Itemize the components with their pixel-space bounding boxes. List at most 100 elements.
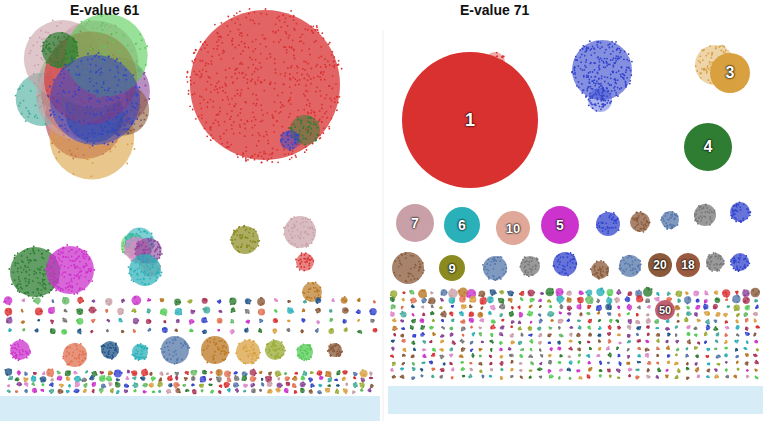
cluster — [616, 347, 619, 351]
cluster — [538, 298, 542, 301]
cluster — [548, 354, 552, 358]
cluster — [360, 388, 364, 392]
cluster — [24, 382, 28, 387]
cluster — [74, 376, 82, 382]
cluster — [647, 368, 650, 372]
cluster — [461, 361, 464, 364]
cluster — [725, 369, 728, 372]
cluster — [489, 355, 492, 358]
cluster — [558, 376, 560, 379]
cluster — [61, 329, 67, 335]
cluster — [462, 334, 465, 337]
cluster — [411, 304, 415, 308]
cluster — [359, 369, 367, 378]
cluster — [665, 327, 670, 331]
cluster — [370, 384, 374, 388]
cluster-number: 3 — [726, 64, 735, 82]
cluster — [725, 326, 730, 330]
cluster — [628, 368, 632, 372]
cluster — [549, 326, 553, 329]
cluster-node: 50 — [655, 300, 675, 320]
cluster-number: 10 — [506, 221, 520, 236]
cluster — [400, 319, 404, 323]
cluster — [487, 296, 494, 303]
cluster — [489, 340, 493, 344]
cluster — [607, 362, 610, 365]
cluster — [357, 319, 360, 322]
cluster — [655, 375, 659, 379]
cluster — [471, 353, 474, 358]
cluster — [422, 340, 426, 344]
cluster — [686, 306, 689, 309]
cluster — [175, 388, 181, 393]
cluster — [736, 325, 740, 329]
cluster — [106, 376, 112, 382]
cluster — [124, 389, 128, 393]
cluster — [201, 389, 204, 392]
cluster — [391, 340, 395, 343]
cluster — [614, 297, 620, 303]
cluster — [736, 313, 740, 317]
cluster — [147, 308, 152, 313]
cluster — [81, 377, 87, 382]
cluster — [439, 355, 444, 360]
cluster — [754, 360, 758, 365]
cluster — [627, 312, 630, 315]
cluster — [66, 390, 70, 393]
cluster — [251, 389, 256, 394]
cluster — [519, 362, 523, 365]
cluster — [216, 376, 222, 382]
cluster — [500, 368, 503, 371]
singleton-band — [388, 386, 763, 414]
cluster — [619, 255, 642, 277]
cluster — [667, 291, 671, 296]
cluster — [319, 376, 323, 381]
cluster — [368, 388, 372, 393]
cluster — [234, 371, 238, 374]
cluster — [607, 312, 612, 316]
cluster — [6, 317, 13, 324]
cluster — [704, 332, 708, 337]
cluster — [716, 355, 721, 359]
cluster — [567, 312, 571, 315]
cluster — [576, 304, 581, 310]
cluster — [49, 389, 54, 394]
cluster — [421, 306, 424, 309]
cluster — [558, 319, 564, 324]
cluster-node: 18 — [676, 253, 700, 277]
cluster — [202, 298, 208, 304]
cluster — [665, 340, 668, 344]
cluster — [733, 304, 740, 311]
cluster — [686, 325, 690, 329]
cluster — [654, 319, 659, 324]
cluster — [309, 389, 313, 394]
cluster — [635, 320, 640, 324]
cluster — [121, 299, 125, 304]
cluster — [42, 371, 45, 375]
cluster — [147, 298, 151, 302]
cluster — [636, 333, 639, 336]
cluster — [310, 371, 314, 374]
cluster — [412, 334, 416, 338]
cluster — [686, 376, 690, 379]
cluster — [421, 297, 427, 303]
cluster — [637, 354, 641, 358]
cluster — [22, 329, 25, 332]
cluster — [627, 355, 630, 359]
cluster — [539, 319, 543, 324]
cluster — [449, 297, 456, 304]
cluster — [715, 312, 720, 317]
cluster — [598, 339, 601, 342]
cluster — [74, 389, 80, 394]
cluster — [209, 378, 212, 381]
cluster — [695, 305, 700, 310]
cluster — [518, 306, 521, 310]
cluster — [401, 306, 404, 310]
cluster — [151, 376, 156, 381]
cluster — [325, 371, 331, 377]
cluster — [587, 305, 591, 309]
cluster — [117, 308, 124, 315]
cluster — [449, 326, 453, 330]
cluster — [357, 298, 361, 302]
cluster — [393, 333, 396, 336]
